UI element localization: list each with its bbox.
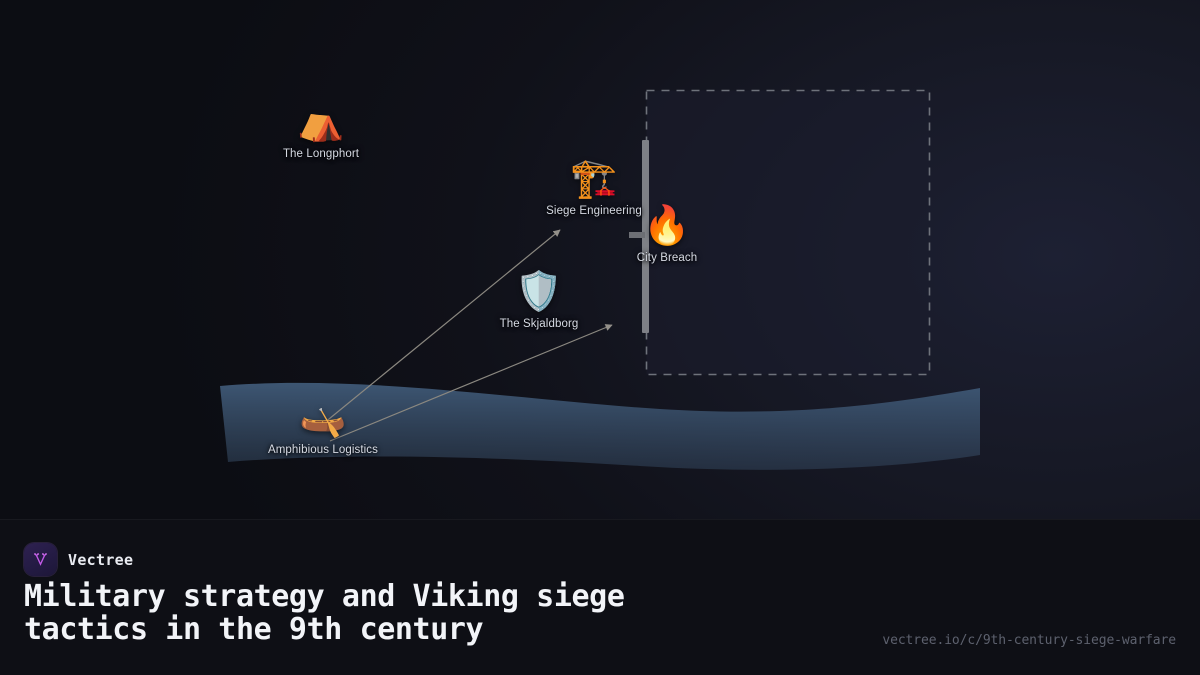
- city-wall[interactable]: [642, 140, 649, 333]
- node-label: City Breach: [636, 252, 698, 264]
- map-canvas[interactable]: ⛺️ The Longphort 🏗️ Siege Engineering 🔥 …: [0, 0, 1200, 519]
- vectree-v-logo-icon: [24, 543, 57, 576]
- share-url: vectree.io/c/9th-century-siege-warfare: [882, 633, 1176, 648]
- node-amphibious-logistics[interactable]: 🛶 Amphibious Logistics: [238, 396, 408, 456]
- edge-amphibious-to-wall: [329, 324, 613, 442]
- node-city-breach[interactable]: 🔥 City Breach: [582, 204, 752, 264]
- canoe-icon: 🛶: [299, 397, 347, 439]
- shield-icon: 🛡️: [515, 271, 563, 313]
- crane-icon: 🏗️: [570, 158, 618, 200]
- canvas-vector-layer: [220, 89, 980, 470]
- fortified-city-zone[interactable]: [645, 89, 931, 376]
- node-label: Siege Engineering: [546, 205, 642, 217]
- fire-icon: 🔥: [643, 205, 691, 247]
- river-band[interactable]: [220, 382, 980, 470]
- footer-bar: Vectree Military strategy and Viking sie…: [0, 519, 1200, 675]
- node-label: Amphibious Logistics: [267, 444, 379, 456]
- wall-gate-tick: [629, 232, 645, 238]
- brand-name: Vectree: [68, 550, 134, 569]
- page-title: Military strategy and Viking siege tacti…: [24, 579, 625, 647]
- tent-icon: ⛺️: [297, 101, 345, 143]
- node-siege-engineering[interactable]: 🏗️ Siege Engineering: [509, 157, 679, 217]
- edge-amphibious-to-siege: [317, 229, 561, 429]
- node-the-longphort[interactable]: ⛺️ The Longphort: [236, 100, 406, 160]
- node-label: The Skjaldborg: [499, 318, 579, 330]
- node-the-skjaldborg[interactable]: 🛡️ The Skjaldborg: [454, 270, 624, 330]
- node-label: The Longphort: [282, 148, 360, 160]
- brand-lockup[interactable]: Vectree: [24, 543, 133, 576]
